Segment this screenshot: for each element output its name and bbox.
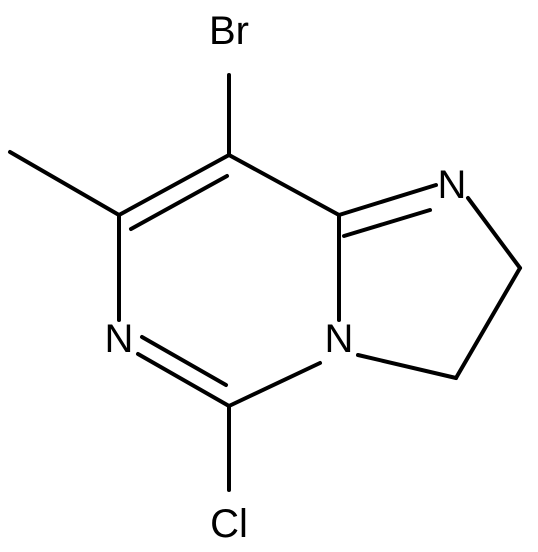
atom-n-imine-label: N (438, 163, 467, 207)
bond-c7-methyl (8, 150, 121, 217)
atom-cl-label: Cl (210, 502, 248, 546)
bond-n4-c5 (227, 361, 322, 408)
atom-br-label: Br (209, 9, 249, 53)
bond-c2-c3 (454, 266, 522, 380)
bond-c7-c8-double (129, 174, 229, 231)
bond-c8a-n1-double (342, 208, 432, 238)
bond-n1-c2 (466, 196, 522, 270)
atom-labels: Br N N N Cl (105, 9, 467, 546)
bond-c5-n6-double (140, 335, 228, 387)
bonds (8, 73, 522, 492)
bond-c3-n4 (356, 353, 458, 380)
atom-n-ring-label: N (105, 317, 134, 361)
atom-n-bridgehead-label: N (325, 317, 354, 361)
bond-c7-c8 (117, 153, 231, 217)
bond-c8a-n1 (337, 183, 438, 217)
bond-c5-n6 (136, 352, 231, 408)
bond-c8-c8a (227, 153, 341, 217)
